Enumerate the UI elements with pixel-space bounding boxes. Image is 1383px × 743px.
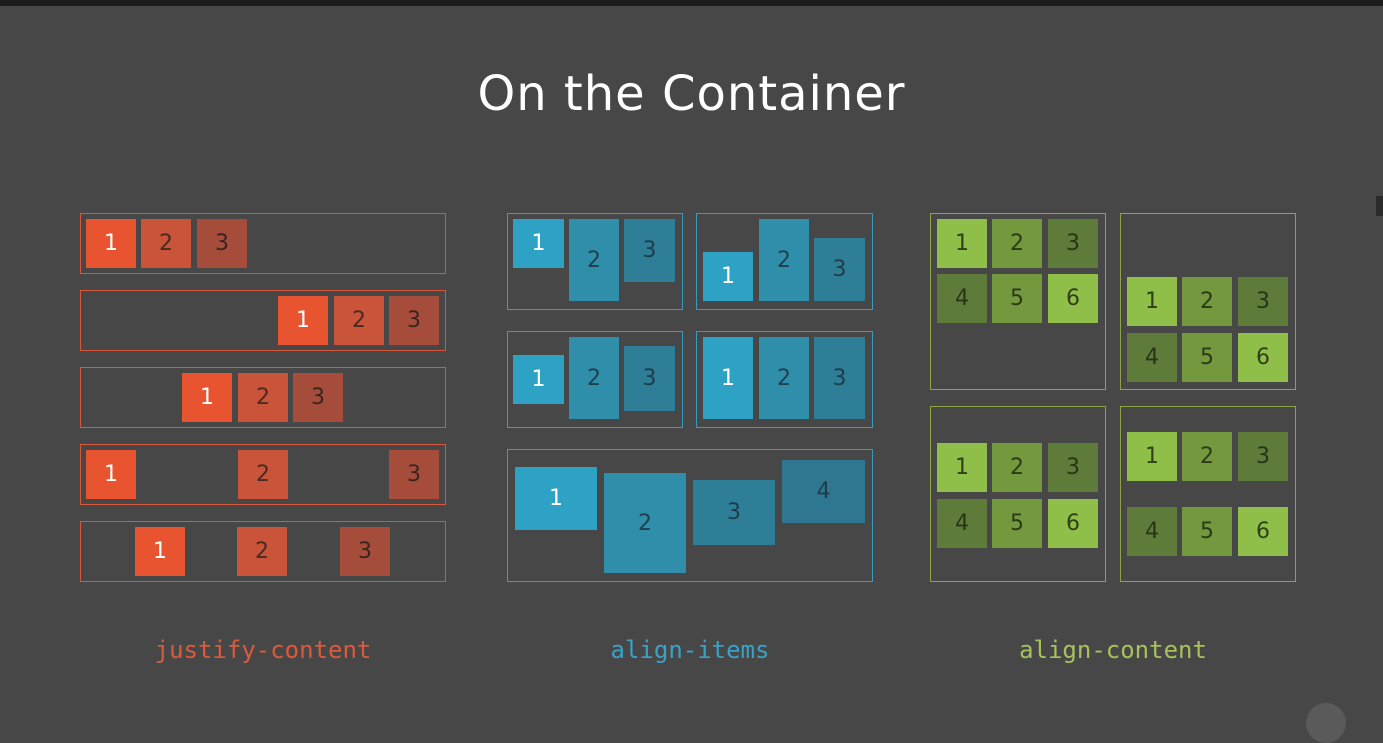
- flex-item: 3: [1238, 277, 1288, 326]
- flex-item: 1: [515, 467, 597, 530]
- align-items-baseline-container: 1 2 3 4: [507, 449, 873, 582]
- flex-item: 1: [86, 450, 136, 499]
- flex-item: 2: [1182, 432, 1232, 481]
- flex-item: 1: [86, 219, 136, 268]
- justify-flex-start-container: 1 2 3: [80, 213, 446, 274]
- flex-item: 3: [340, 527, 390, 576]
- flex-item: 6: [1238, 333, 1288, 382]
- flex-item: 5: [992, 499, 1042, 548]
- flex-item: 4: [782, 460, 865, 523]
- align-content-flex-end-container: 1 2 3 4 5 6: [1120, 213, 1296, 390]
- align-items-flex-end-container: 1 2 3: [696, 213, 873, 310]
- justify-space-between-container: 1 2 3: [80, 444, 446, 505]
- flex-item: 3: [1048, 219, 1098, 268]
- justify-space-around-container: 1 2 3: [80, 521, 446, 582]
- flex-item: 3: [197, 219, 247, 268]
- flex-item: 4: [937, 499, 987, 548]
- flex-item: 1: [278, 296, 328, 345]
- flex-item: 3: [1238, 432, 1288, 481]
- flex-item: 3: [693, 480, 775, 545]
- slide-title: On the Container: [477, 66, 906, 122]
- flex-item: 1: [703, 337, 753, 419]
- flex-item: 5: [992, 274, 1042, 323]
- flex-item: 4: [1127, 507, 1177, 556]
- flex-item: 3: [389, 450, 439, 499]
- align-items-flex-start-container: 1 2 3: [507, 213, 683, 310]
- flex-item: 2: [334, 296, 384, 345]
- flex-item: 2: [759, 219, 809, 301]
- flex-item: 6: [1048, 274, 1098, 323]
- flex-item: 5: [1182, 507, 1232, 556]
- align-items-center-container: 1 2 3: [507, 331, 683, 428]
- flex-item: 1: [1127, 277, 1177, 326]
- flex-item: 2: [238, 373, 288, 422]
- flex-item: 1: [135, 527, 185, 576]
- flex-item: 1: [703, 252, 753, 301]
- flex-item: 2: [1182, 277, 1232, 326]
- align-items-label: align-items: [610, 636, 770, 664]
- flex-item: 1: [513, 355, 564, 404]
- flex-item: 2: [569, 337, 619, 419]
- flex-item: 2: [604, 473, 686, 573]
- flex-item: 4: [1127, 333, 1177, 382]
- align-content-flex-start-container: 1 2 3 4 5 6: [930, 213, 1106, 390]
- flex-item: 2: [141, 219, 191, 268]
- align-content-label: align-content: [1019, 636, 1207, 664]
- player-control-circle[interactable]: [1306, 703, 1346, 743]
- flex-item: 3: [814, 238, 865, 301]
- flex-item: 1: [937, 219, 987, 268]
- flex-item: 6: [1048, 499, 1098, 548]
- top-border: [0, 0, 1383, 6]
- flex-item: 1: [513, 219, 564, 268]
- flex-item: 1: [937, 443, 987, 492]
- flex-item: 3: [293, 373, 343, 422]
- flex-item: 5: [1182, 333, 1232, 382]
- justify-center-container: 1 2 3: [80, 367, 446, 428]
- flex-item: 2: [992, 219, 1042, 268]
- justify-flex-end-container: 1 2 3: [80, 290, 446, 351]
- align-content-space-between-container: 1 2 3 4 5 6: [1120, 406, 1296, 582]
- flex-item: 2: [992, 443, 1042, 492]
- flex-item: 3: [624, 219, 675, 282]
- flex-item: 3: [389, 296, 439, 345]
- flex-item: 2: [238, 450, 288, 499]
- flex-item: 3: [814, 337, 865, 419]
- align-items-stretch-container: 1 2 3: [696, 331, 873, 428]
- edge-handle: [1376, 196, 1383, 216]
- align-content-center-container: 1 2 3 4 5 6: [930, 406, 1106, 582]
- flex-item: 2: [237, 527, 287, 576]
- flex-item: 1: [182, 373, 232, 422]
- flex-item: 3: [1048, 443, 1098, 492]
- flex-item: 2: [569, 219, 619, 301]
- flex-item: 2: [759, 337, 809, 419]
- flex-item: 1: [1127, 432, 1177, 481]
- flex-item: 4: [937, 274, 987, 323]
- justify-content-label: justify-content: [154, 636, 372, 664]
- flex-item: 6: [1238, 507, 1288, 556]
- flex-item: 3: [624, 346, 675, 411]
